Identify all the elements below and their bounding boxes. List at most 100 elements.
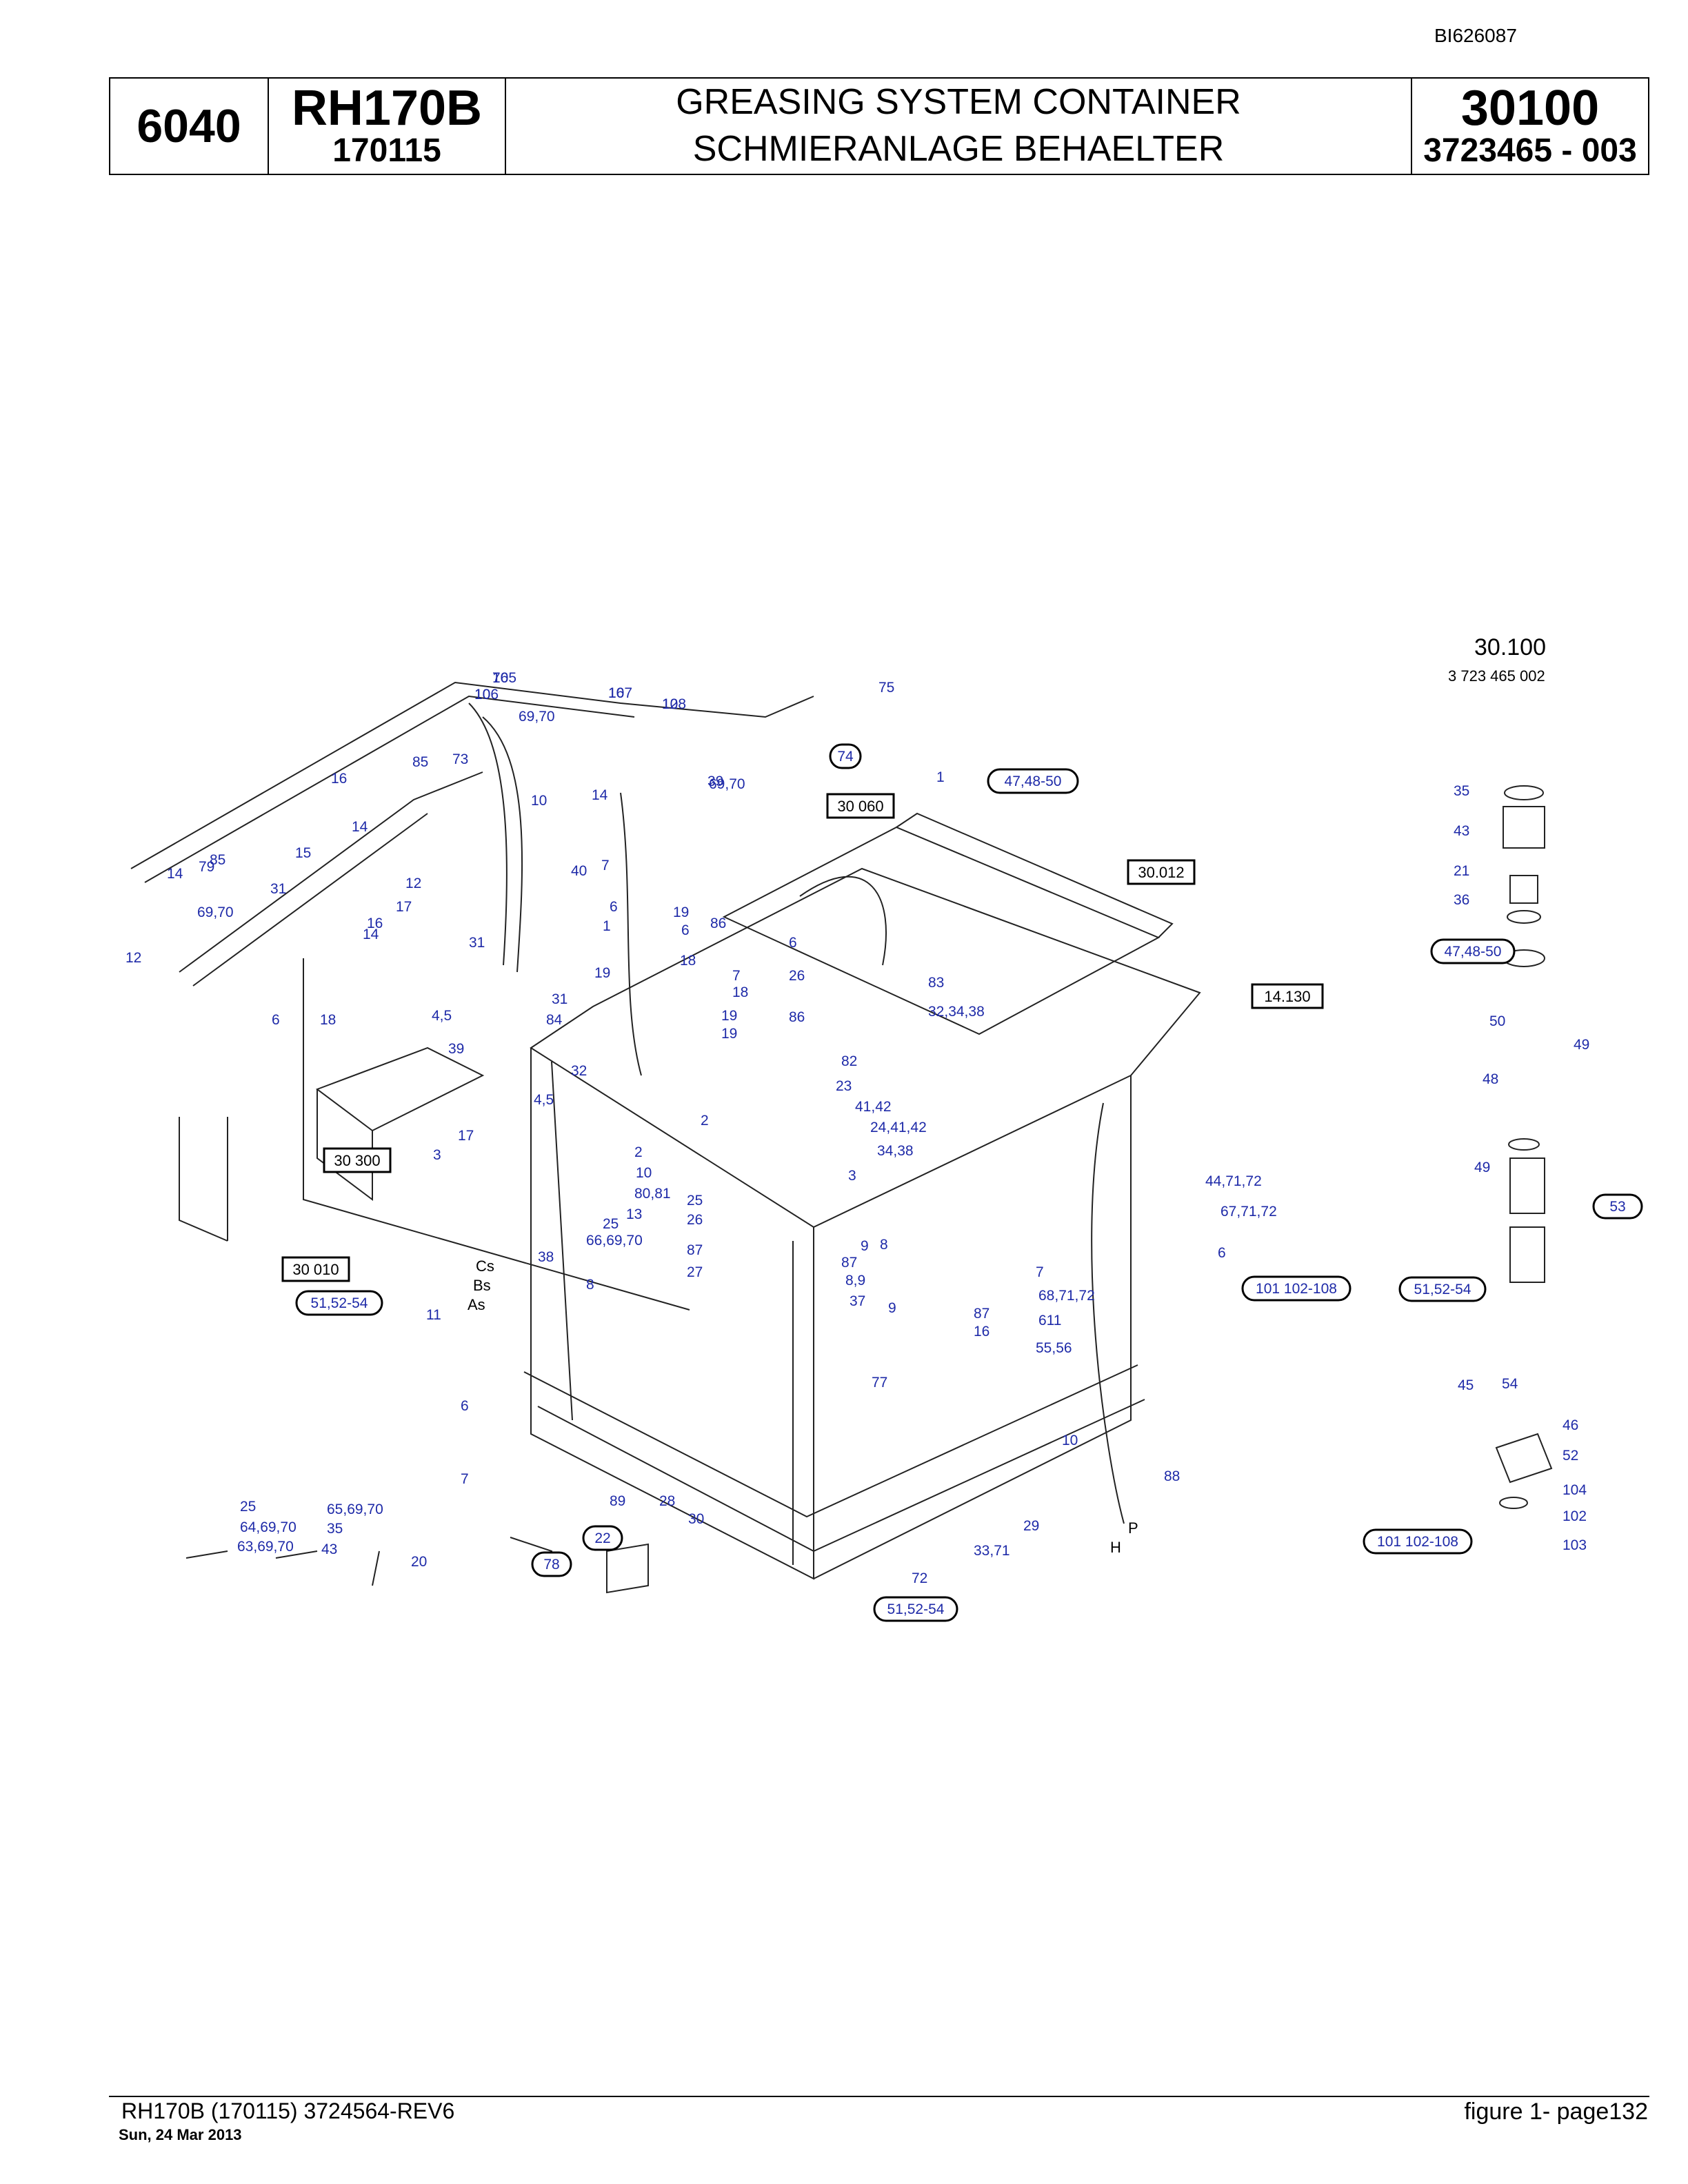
part-callout: 6 [789, 935, 797, 951]
part-callout: 9 [861, 1238, 869, 1254]
part-callout: 11 [426, 1307, 441, 1323]
part-callout: 105 [492, 670, 516, 686]
oval-ref-label: 51,52-54 [311, 1295, 368, 1311]
part-callout: 55,56 [1036, 1340, 1072, 1356]
oval-ref-frame [1430, 938, 1516, 964]
oval-ref-frame [531, 1551, 572, 1577]
part-callout: 8 [880, 1237, 888, 1253]
part-callout: 35 [1454, 783, 1469, 799]
part-callout: 30 [688, 1511, 704, 1527]
part-callout: 15 [295, 845, 311, 861]
oval-ref-label: 78 [543, 1557, 559, 1573]
part-callout: 27 [687, 1264, 703, 1280]
part-callout: 85 [412, 754, 428, 770]
part-callout: 75 [878, 680, 894, 696]
part-callout: 10 [531, 793, 547, 809]
boxed-ref-frame [281, 1256, 350, 1282]
part-callout: 50 [1489, 1013, 1505, 1029]
part-callout: 29 [1023, 1518, 1039, 1534]
part-callout: 65,69,70 [327, 1502, 383, 1517]
part-callout: 18 [680, 953, 696, 969]
part-callout: 41,42 [855, 1099, 892, 1115]
part-callout: 45 [1458, 1377, 1474, 1393]
part-callout: 12 [125, 950, 141, 966]
oval-ref-label: 53 [1609, 1199, 1625, 1215]
part-callout: 83 [928, 975, 944, 991]
part-callout: 39 [448, 1041, 464, 1057]
part-callout: 73 [452, 751, 468, 767]
part-callout: 69,70 [519, 709, 555, 725]
part-callout: 4,5 [534, 1092, 554, 1108]
oval-ref-frame [1592, 1193, 1643, 1220]
document-id: BI626087 [1434, 25, 1517, 46]
part-callout: 611 [1038, 1313, 1061, 1328]
part-callout: 85 [210, 852, 225, 868]
oval-ref-frame [295, 1290, 383, 1316]
footer-document-ref: RH170B (170115) 3724564-REV6 [121, 2099, 455, 2123]
part-callout: 31 [552, 991, 567, 1007]
part-callout: 43 [1454, 823, 1469, 839]
boxed-ref-frame [323, 1147, 392, 1173]
group-number: 6040 [137, 100, 241, 152]
boxed-ref-frame [1127, 859, 1196, 885]
part-callout: 103 [1563, 1537, 1587, 1553]
part-callout: 26 [789, 968, 805, 984]
part-callout: 7 [1036, 1264, 1044, 1280]
part-callout: 26 [687, 1212, 703, 1228]
model-cell: RH170B 170115 [269, 79, 506, 174]
part-callout: 31 [270, 881, 286, 897]
oval-ref-frame [1398, 1276, 1487, 1302]
part-callout: 84 [546, 1012, 563, 1028]
header-table: 6040 RH170B 170115 GREASING SYSTEM CONTA… [109, 77, 1649, 175]
part-callout: 14 [363, 927, 379, 942]
part-callout: 19 [721, 1026, 737, 1042]
part-callout: 8 [586, 1277, 594, 1293]
title-german: SCHMIERANLAGE BEHAELTER [692, 129, 1225, 169]
title-english: GREASING SYSTEM CONTAINER [676, 82, 1241, 123]
part-callout: 10 [636, 1165, 652, 1181]
letter-mark: P [1128, 1519, 1138, 1537]
part-callout: 66,69,70 [586, 1233, 643, 1248]
part-callout: 16 [974, 1324, 989, 1339]
part-callout: 48 [1483, 1071, 1498, 1087]
boxed-ref-label: 30 060 [837, 798, 883, 815]
part-callout: 19 [594, 965, 610, 981]
part-callout: 7 [732, 968, 741, 984]
part-callout: 20 [411, 1554, 427, 1570]
part-callout: 25 [687, 1193, 703, 1209]
part-callout: 68,71,72 [1038, 1288, 1095, 1304]
part-callout: 17 [396, 899, 412, 915]
title-cell: GREASING SYSTEM CONTAINER SCHMIERANLAGE … [506, 79, 1412, 174]
letter-mark: Bs [473, 1277, 491, 1294]
part-callout: 7 [601, 858, 610, 873]
part-callout: 38 [538, 1249, 554, 1265]
part-callout: 34,38 [877, 1143, 914, 1159]
part-callout: 108 [662, 696, 686, 712]
part-callout: 52 [1563, 1448, 1578, 1464]
part-callout: 21 [1454, 863, 1469, 879]
oval-ref-label: 22 [594, 1530, 610, 1546]
boxed-ref-frame [1251, 983, 1324, 1009]
part-callout: 14 [167, 866, 183, 882]
part-callout: 16 [367, 916, 383, 931]
oval-ref-frame [873, 1596, 958, 1622]
part-callout: 12 [662, 696, 678, 712]
oval-ref-label: 47,48-50 [1005, 774, 1062, 789]
part-callout: 18 [320, 1012, 336, 1028]
part-callout: 39 [707, 774, 723, 789]
part-callout: 107 [608, 685, 632, 701]
part-callout: 19 [721, 1008, 737, 1024]
part-callout: 14 [592, 787, 608, 803]
part-callout: 1 [603, 918, 611, 934]
part-callout: 6 [461, 1398, 469, 1414]
footer-page-ref: figure 1- page132 [1464, 2099, 1648, 2125]
part-callout: 36 [1454, 892, 1469, 908]
part-callout: 88 [1164, 1468, 1180, 1484]
letter-mark: H [1110, 1539, 1121, 1556]
part-callout: 8,9 [845, 1273, 865, 1288]
part-callout: 7 [461, 1471, 469, 1487]
part-callout: 63,69,70 [237, 1539, 294, 1555]
part-callout: 89 [610, 1493, 625, 1509]
